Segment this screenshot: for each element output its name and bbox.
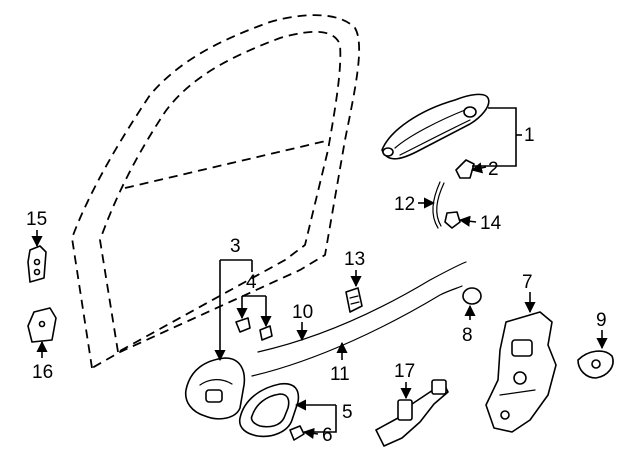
- callout-6: 6: [322, 425, 333, 446]
- handle-bezel: [238, 382, 300, 438]
- callout-11: 11: [330, 364, 350, 385]
- callout-labels: 1 2 12 14 15 16 3 4 13 10 11 8 7 9 17 5 …: [26, 125, 607, 446]
- leader-lines: [31, 107, 608, 439]
- callout-15: 15: [26, 209, 47, 230]
- cable-clip: [345, 287, 363, 313]
- door-check: [375, 379, 449, 447]
- outside-door-handle: [381, 93, 490, 160]
- inside-handle: [184, 357, 246, 420]
- callout-4: 4: [246, 272, 257, 293]
- callout-10: 10: [292, 302, 313, 323]
- callout-3: 3: [230, 236, 241, 257]
- upper-hinge: [27, 245, 47, 283]
- callout-13: 13: [344, 249, 365, 270]
- callout-5: 5: [342, 402, 353, 423]
- callout-14: 14: [480, 213, 502, 234]
- rod-clip: [444, 211, 461, 229]
- inside-handle-clips: [235, 317, 273, 341]
- callout-17: 17: [394, 361, 415, 382]
- lock-cables: [251, 261, 467, 377]
- callout-2: 2: [488, 159, 499, 180]
- lower-hinge: [27, 307, 57, 343]
- lock-rod: [432, 181, 445, 229]
- callout-16: 16: [32, 362, 53, 383]
- door-bumper: [462, 287, 482, 305]
- callout-12: 12: [394, 194, 415, 215]
- door-frame-outline: [71, 14, 361, 370]
- callout-7: 7: [522, 272, 533, 293]
- handle-clip: [455, 159, 475, 179]
- callout-8: 8: [462, 325, 473, 346]
- door-latch-assembly: [485, 311, 557, 433]
- door-striker: [577, 350, 614, 379]
- callout-9: 9: [596, 310, 607, 331]
- bezel-screw: [289, 425, 305, 441]
- callout-1: 1: [524, 125, 535, 146]
